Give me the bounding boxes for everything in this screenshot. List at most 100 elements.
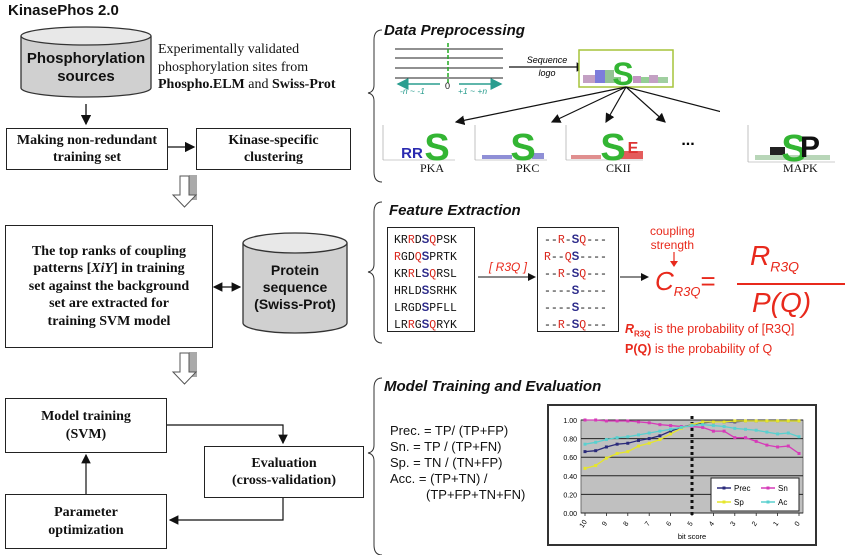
- residue: S: [421, 251, 430, 263]
- residue: S: [421, 319, 430, 331]
- formula-r: R: [750, 240, 771, 271]
- ckii-logo: S E: [565, 125, 643, 169]
- residue: R: [557, 234, 565, 247]
- residue: ----: [544, 302, 572, 315]
- data-point-ac: [669, 427, 673, 431]
- data-point-prec: [637, 438, 640, 442]
- data-point-sn: [701, 425, 705, 429]
- residue: G: [400, 251, 408, 264]
- box-line2: training set: [52, 150, 122, 165]
- flow-down-arrow-1: [171, 175, 198, 208]
- page-title: KinasePhos 2.0: [8, 2, 119, 19]
- data-point-ac: [797, 435, 801, 439]
- box-line1: Parameter: [54, 505, 118, 520]
- phospho-elm-label: Phospho.ELM: [158, 77, 245, 92]
- mapk-label: MAPK: [783, 161, 818, 175]
- data-point-prec: [615, 442, 619, 446]
- data-point-sn: [797, 451, 801, 455]
- phosphoserine-logo: S: [578, 49, 674, 92]
- residue: Q: [579, 319, 587, 332]
- axis-right-label: +1 ~ +n: [458, 86, 487, 96]
- residue: S: [443, 234, 451, 247]
- legend-label-sp: Sp: [734, 498, 744, 507]
- data-point-sp: [754, 419, 758, 423]
- residue: K: [450, 234, 457, 247]
- data-point-sn: [776, 445, 780, 449]
- data-point-sp: [637, 444, 640, 448]
- data-point-sp: [647, 441, 651, 445]
- y-tick-label: 0.20: [563, 492, 577, 499]
- feature-extraction-title: Feature Extraction: [389, 202, 521, 219]
- residue: R: [400, 302, 408, 315]
- data-point-sn: [594, 418, 598, 422]
- residue: Q: [429, 319, 437, 332]
- residue: ----: [544, 285, 572, 298]
- data-point-sp: [776, 419, 780, 423]
- data-point-ac: [786, 431, 790, 435]
- note-rr3q: RR3Q is the probability of [R3Q]: [625, 322, 794, 342]
- left-connectors: [80, 104, 288, 525]
- x-tick-label: 9: [601, 520, 609, 527]
- data-point-sp: [786, 419, 790, 423]
- residue: H: [394, 285, 401, 298]
- box-line4: set are extracted for: [49, 296, 169, 312]
- residue: S: [571, 234, 580, 246]
- formula-denominator: P(Q): [752, 287, 812, 318]
- data-point-prec: [583, 450, 587, 454]
- cylinder-label-line2: sources: [57, 68, 115, 85]
- residue: R: [544, 251, 551, 264]
- pka-center: S: [424, 127, 449, 169]
- data-point-sn: [711, 429, 715, 433]
- data-point-sp: [626, 450, 630, 454]
- box-line1: Making non-redundant: [16, 132, 158, 148]
- residue: Y: [443, 319, 451, 332]
- data-point-ac: [690, 424, 694, 428]
- swiss-prot-label: Swiss-Prot: [271, 77, 336, 92]
- residue: R: [400, 268, 408, 281]
- data-point-prec: [626, 441, 630, 445]
- residue: P: [429, 251, 437, 264]
- data-point-ac: [722, 425, 726, 429]
- mapk-center: S: [781, 128, 806, 170]
- y-tick-label: 0.00: [563, 511, 577, 518]
- data-point-ac: [594, 440, 598, 444]
- residue: ----: [579, 251, 607, 264]
- pattern-row: --R-SQ---: [544, 232, 612, 249]
- residue: Q: [579, 234, 587, 247]
- box-line3: set against the background: [28, 278, 190, 294]
- legend-marker-sn: [766, 486, 770, 490]
- data-point-sp: [733, 419, 737, 423]
- model-training-box: Model training(SVM): [5, 398, 167, 453]
- residue: F: [436, 302, 444, 315]
- pkc-center: S: [510, 127, 535, 169]
- coupling-label-line2: strength: [650, 238, 695, 252]
- data-point-sp: [797, 419, 801, 423]
- data-point-ac: [754, 428, 758, 432]
- residue: D: [407, 251, 415, 264]
- metric-accuracy-denominator: (TP+FP+TN+FN): [426, 487, 526, 502]
- ckii-center: S: [600, 127, 625, 169]
- residue: K: [450, 251, 457, 264]
- database-cylinder-icon: [20, 26, 152, 98]
- source-description: Experimentally validated phosphorylation…: [158, 41, 336, 94]
- kinase-logos: RR S S S E ... S P PKA PKC CKII MAPK: [380, 115, 840, 185]
- data-point-ac: [647, 431, 651, 435]
- data-point-sn: [786, 444, 790, 448]
- residue: P: [436, 234, 444, 247]
- residue: ----: [579, 285, 607, 298]
- residue: -: [564, 319, 572, 332]
- data-point-sn: [744, 436, 747, 440]
- residue: L: [394, 319, 401, 332]
- data-point-sn: [604, 419, 608, 423]
- residue: K: [450, 285, 457, 298]
- data-point-ac: [701, 423, 705, 427]
- flow-down-arrow-2: [171, 352, 198, 385]
- legend-marker-ac: [766, 500, 770, 504]
- data-point-ac: [765, 430, 769, 434]
- brace-feature: [367, 201, 383, 344]
- brace-training: [367, 377, 383, 555]
- data-point-sn: [583, 418, 587, 422]
- pattern-row: --R-SQ---: [544, 317, 612, 334]
